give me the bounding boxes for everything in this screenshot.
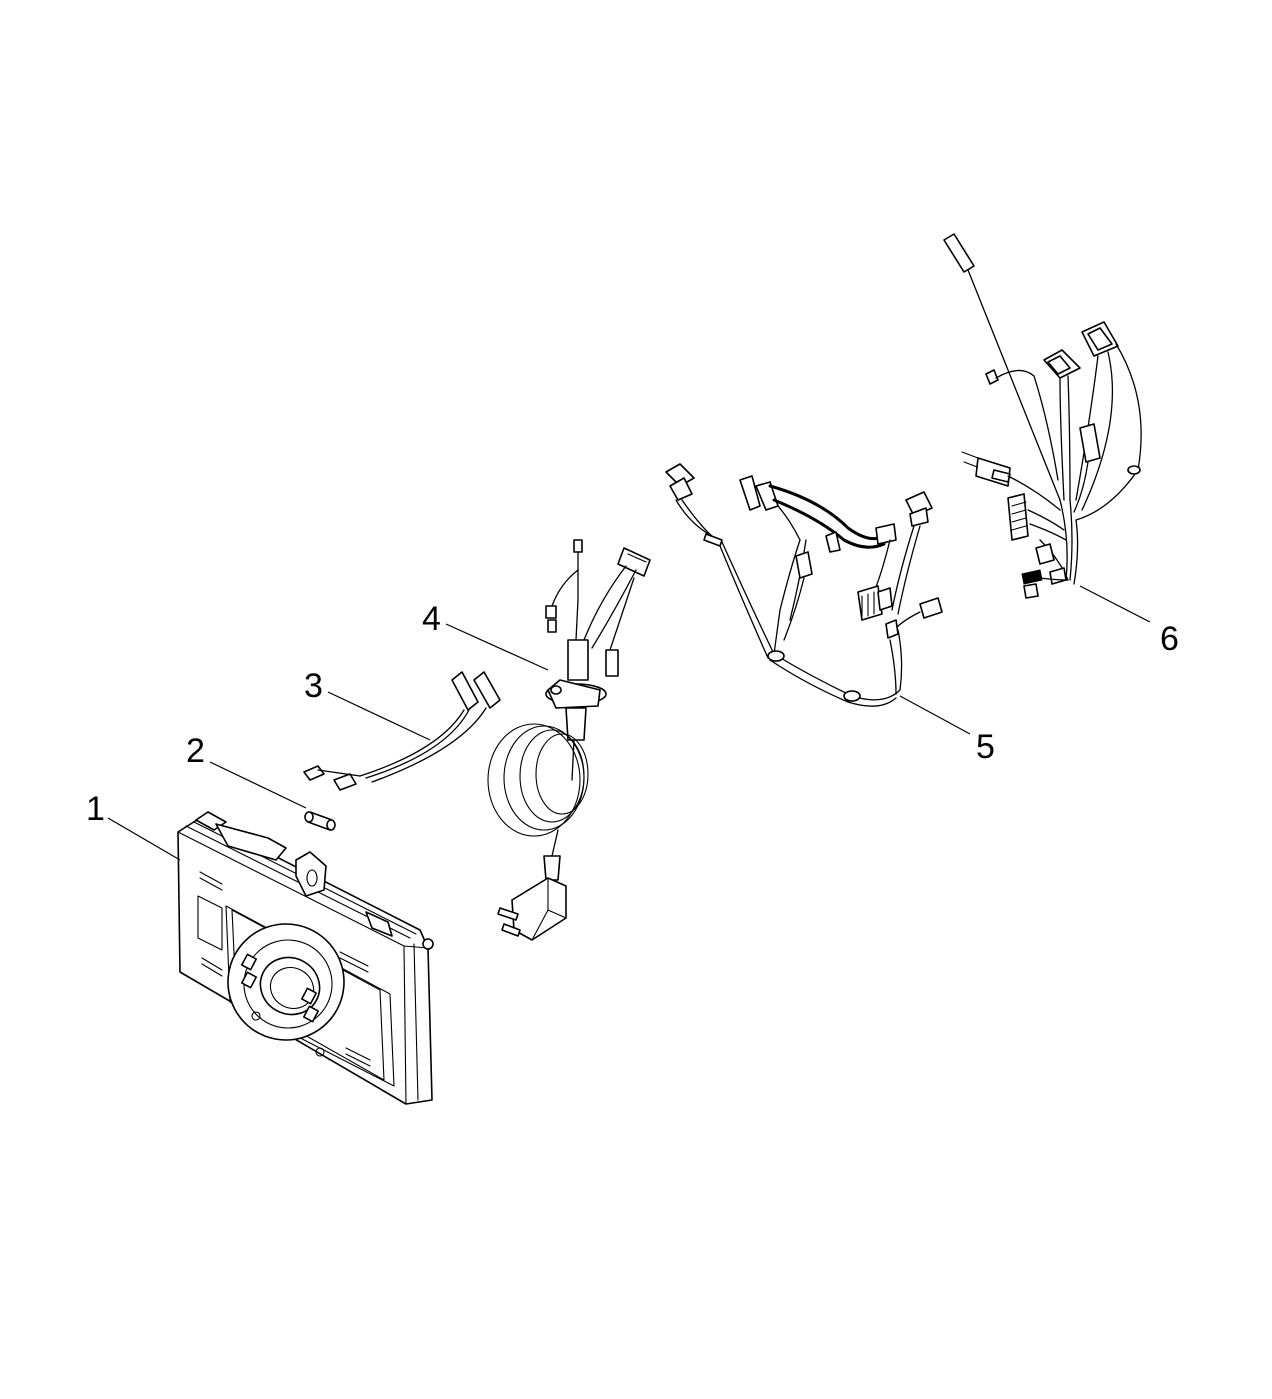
callout-5: 5	[976, 728, 995, 766]
part-6-wiring-harness[interactable]	[943, 233, 1142, 599]
leader-1	[107, 817, 181, 861]
callout-3: 3	[304, 667, 323, 705]
leader-5	[899, 695, 971, 735]
leader-2	[209, 761, 307, 809]
leader-3	[327, 691, 431, 741]
callout-numbers: 1 2 3 4 5 6	[86, 600, 1179, 828]
callout-6: 6	[1160, 620, 1179, 658]
part-3-wire-pair[interactable]	[303, 671, 501, 791]
leader-6	[1079, 585, 1151, 623]
callout-1: 1	[86, 790, 105, 828]
callout-2: 2	[186, 732, 205, 770]
part-5-wiring-harness[interactable]	[665, 463, 943, 707]
leader-4	[445, 623, 549, 671]
callout-4: 4	[422, 600, 441, 638]
callout-leaders	[107, 585, 1151, 861]
part-1-control-box[interactable]	[177, 811, 434, 1105]
part-4-power-cord[interactable]	[487, 539, 651, 941]
part-2-fuse[interactable]	[304, 811, 336, 831]
